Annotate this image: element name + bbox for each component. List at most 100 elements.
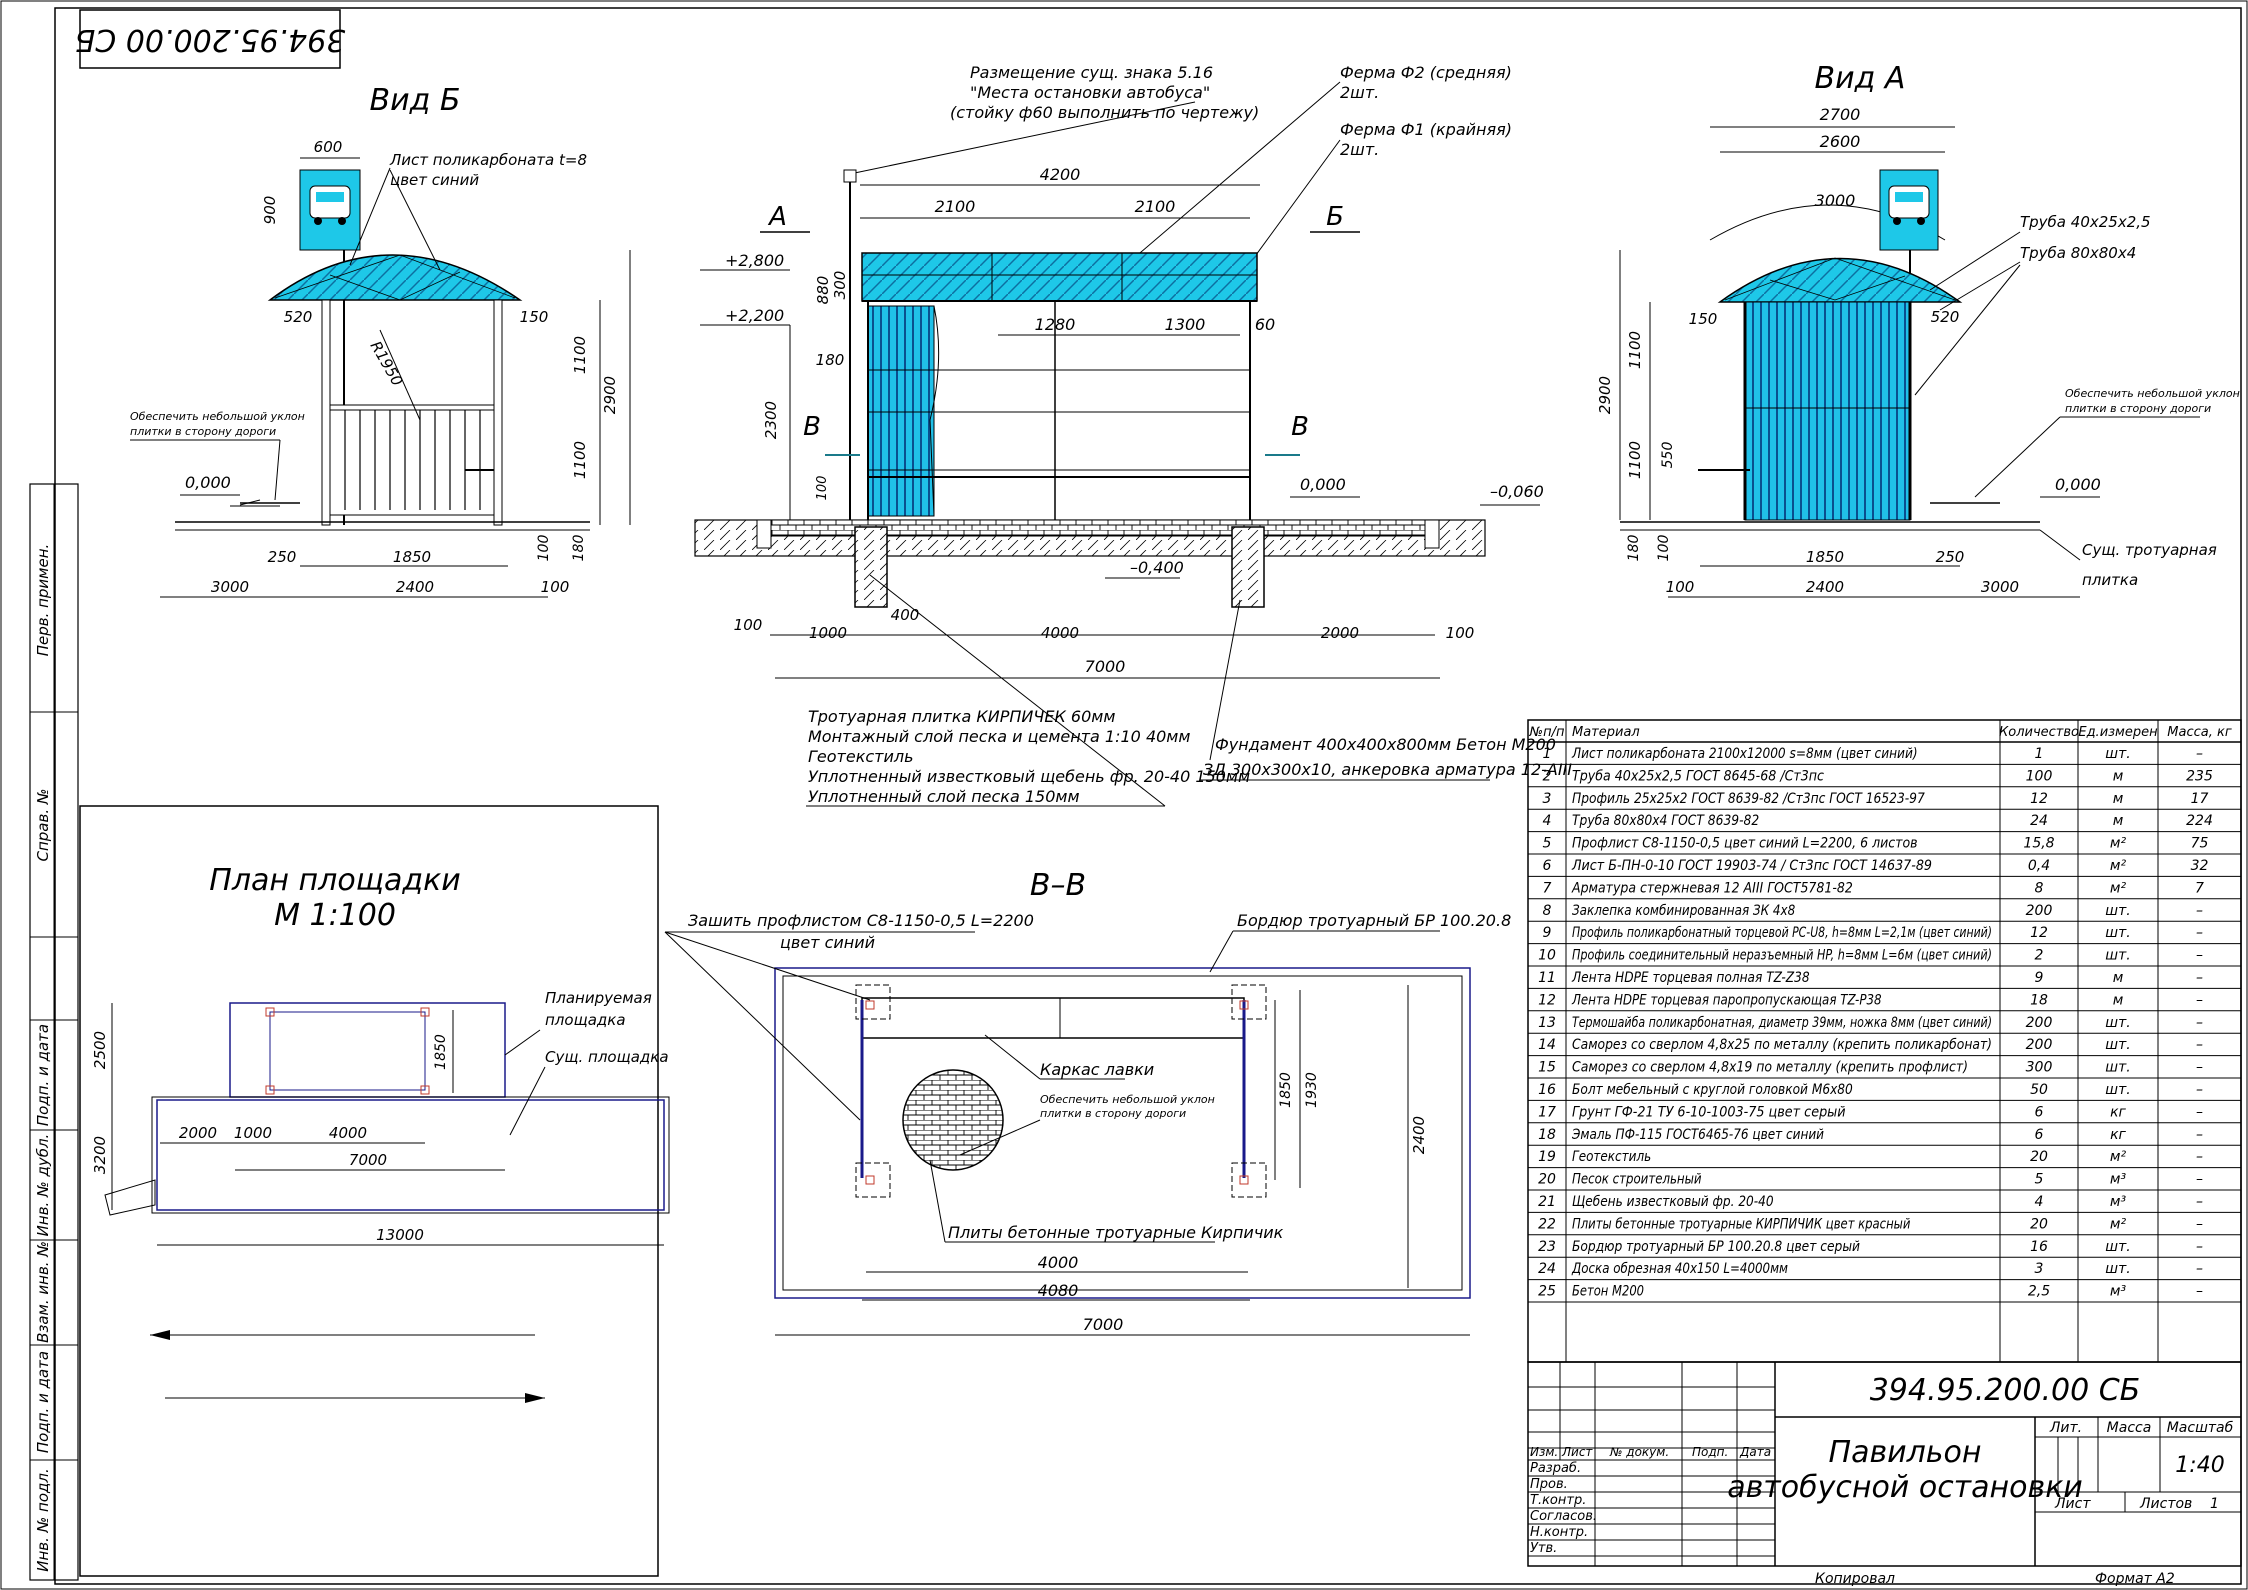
spec-cell: 24	[1538, 1261, 1556, 1277]
svg-text:Плиты бетонные тротуарные Кирп: Плиты бетонные тротуарные Кирпичик	[948, 1223, 1284, 1242]
spec-cell: –	[2196, 1082, 2203, 1098]
svg-text:Масштаб: Масштаб	[2167, 1420, 2234, 1436]
svg-text:Обеспечить небольшой уклон: Обеспечить небольшой уклон	[2065, 387, 2240, 400]
spec-cell: 14	[1538, 1037, 1556, 1053]
svg-text:2400: 2400	[396, 578, 434, 596]
spec-cell: шт.	[2105, 1015, 2130, 1031]
spec-cell: Болт мебельный с круглой головкой М6х80	[1572, 1082, 1853, 1098]
svg-text:Бордюр тротуарный БР 100.20.8: Бордюр тротуарный БР 100.20.8	[1237, 911, 1511, 930]
spec-cell: 24	[2030, 813, 2048, 829]
svg-text:7000: 7000	[1085, 657, 1126, 676]
spec-cell: 1	[2035, 746, 2044, 762]
svg-text:Вид А: Вид А	[1815, 61, 1906, 96]
svg-text:1:40: 1:40	[2175, 1453, 2224, 1478]
svg-text:В–В: В–В	[1030, 868, 1086, 903]
svg-text:520: 520	[284, 308, 313, 326]
spec-cell: 4	[2035, 1194, 2044, 1210]
spec-cell: Доска обрезная 40х150 L=4000мм	[1571, 1261, 1788, 1277]
svg-text:Справ. №: Справ. №	[34, 789, 52, 862]
spec-cell: –	[2196, 1037, 2203, 1053]
svg-text:Подп. и дата: Подп. и дата	[34, 1351, 52, 1453]
svg-text:Тротуарная плитка КИРПИЧЕК 60м: Тротуарная плитка КИРПИЧЕК 60мм	[808, 707, 1115, 726]
svg-text:4000: 4000	[329, 1124, 367, 1142]
svg-text:Разраб.: Разраб.	[1530, 1461, 1581, 1476]
spec-cell: м³	[2110, 1194, 2127, 1210]
svg-text:1100: 1100	[1626, 331, 1644, 369]
svg-text:плитки в сторону дороги: плитки в сторону дороги	[1040, 1107, 1186, 1120]
svg-text:2300: 2300	[762, 401, 780, 439]
svg-text:+2,200: +2,200	[725, 306, 784, 325]
spec-cell: 3	[2035, 1261, 2044, 1277]
spec-cell: м	[2113, 791, 2124, 807]
svg-text:400: 400	[891, 606, 920, 624]
svg-text:2900: 2900	[601, 376, 619, 414]
spec-cell: шт.	[2105, 746, 2130, 762]
svg-text:№ докум.: № докум.	[1609, 1445, 1669, 1459]
svg-text:Формат А2: Формат А2	[2095, 1571, 2175, 1587]
spec-cell: –	[2196, 1194, 2203, 1210]
svg-text:4080: 4080	[1038, 1281, 1079, 1300]
spec-cell: 11	[1538, 970, 1556, 986]
spec-cell: 5	[2035, 1172, 2044, 1188]
svg-text:7000: 7000	[1083, 1315, 1124, 1334]
spec-cell: Песок строительный	[1572, 1172, 1702, 1188]
svg-text:Планируемая: Планируемая	[545, 989, 652, 1007]
spec-cell: 1	[1543, 746, 1552, 762]
svg-text:А: А	[767, 202, 787, 232]
svg-text:1100: 1100	[571, 441, 589, 479]
spec-cell: м	[2113, 970, 2124, 986]
svg-text:4000: 4000	[1038, 1253, 1079, 1272]
svg-text:Обеспечить небольшой уклон: Обеспечить небольшой уклон	[130, 410, 305, 423]
spec-cell: 22	[1538, 1216, 1556, 1232]
svg-text:0,000: 0,000	[185, 473, 231, 492]
svg-text:4000: 4000	[1041, 624, 1079, 642]
svg-text:7000: 7000	[349, 1151, 387, 1169]
view-b: Вид Б 600 900 Лист поликарбоната t=8 цв	[130, 83, 631, 598]
spec-cell: Щебень известковый фр. 20-40	[1572, 1194, 1774, 1210]
spec-cell: шт.	[2105, 903, 2130, 919]
spec-header: №п/п	[1529, 725, 1565, 740]
spec-cell: –	[2196, 1060, 2203, 1076]
svg-text:Лист: Лист	[2054, 1496, 2091, 1512]
svg-text:1850: 1850	[393, 548, 431, 566]
spec-cell: 20	[2030, 1216, 2048, 1232]
svg-text:2900: 2900	[1596, 376, 1614, 414]
svg-text:2100: 2100	[935, 197, 976, 216]
spec-cell: м	[2113, 992, 2124, 1008]
svg-text:Подп.: Подп.	[1692, 1445, 1728, 1459]
stamp-code: 394.95.200.00 СБ	[75, 22, 346, 57]
spec-cell: 100	[2026, 768, 2053, 784]
svg-text:1300: 1300	[1165, 315, 1206, 334]
svg-text:Листов: Листов	[2139, 1496, 2192, 1512]
spec-cell: м³	[2110, 1172, 2127, 1188]
svg-text:2600: 2600	[1820, 132, 1861, 151]
spec-cell: 7	[2195, 880, 2204, 896]
spec-header: Количество	[1999, 725, 2079, 740]
spec-cell: Саморез со сверлом 4,8х25 по металлу (кр…	[1572, 1037, 1992, 1053]
svg-text:Лит.: Лит.	[2049, 1420, 2082, 1436]
svg-text:600: 600	[314, 138, 343, 156]
svg-text:2100: 2100	[1135, 197, 1176, 216]
svg-text:180: 180	[571, 535, 587, 562]
spec-cell: –	[2196, 1261, 2203, 1277]
spec-cell: 23	[1538, 1239, 1556, 1255]
svg-text:1850: 1850	[1806, 548, 1844, 566]
spec-cell: 12	[2030, 925, 2048, 941]
spec-cell: Бетон М200	[1572, 1284, 1644, 1300]
spec-cell: 6	[2035, 1127, 2044, 1143]
svg-text:60: 60	[1255, 315, 1275, 334]
brick-pattern-icon	[902, 1069, 1004, 1171]
svg-text:Лист поликарбоната t=8: Лист поликарбоната t=8	[389, 151, 587, 169]
svg-text:В: В	[1291, 412, 1309, 442]
svg-text:Копировал: Копировал	[1815, 1571, 1895, 1587]
svg-text:150: 150	[520, 308, 549, 326]
svg-text:Каркас лавки: Каркас лавки	[1040, 1060, 1154, 1079]
svg-text:100: 100	[541, 578, 570, 596]
svg-text:2400: 2400	[1410, 1116, 1428, 1154]
spec-cell: Лист поликарбоната 2100х12000 s=8мм (цве…	[1571, 746, 1917, 762]
spec-cell: шт.	[2105, 1239, 2130, 1255]
svg-text:2000: 2000	[179, 1124, 217, 1142]
spec-cell: –	[2196, 1015, 2203, 1031]
svg-text:300: 300	[831, 271, 849, 300]
